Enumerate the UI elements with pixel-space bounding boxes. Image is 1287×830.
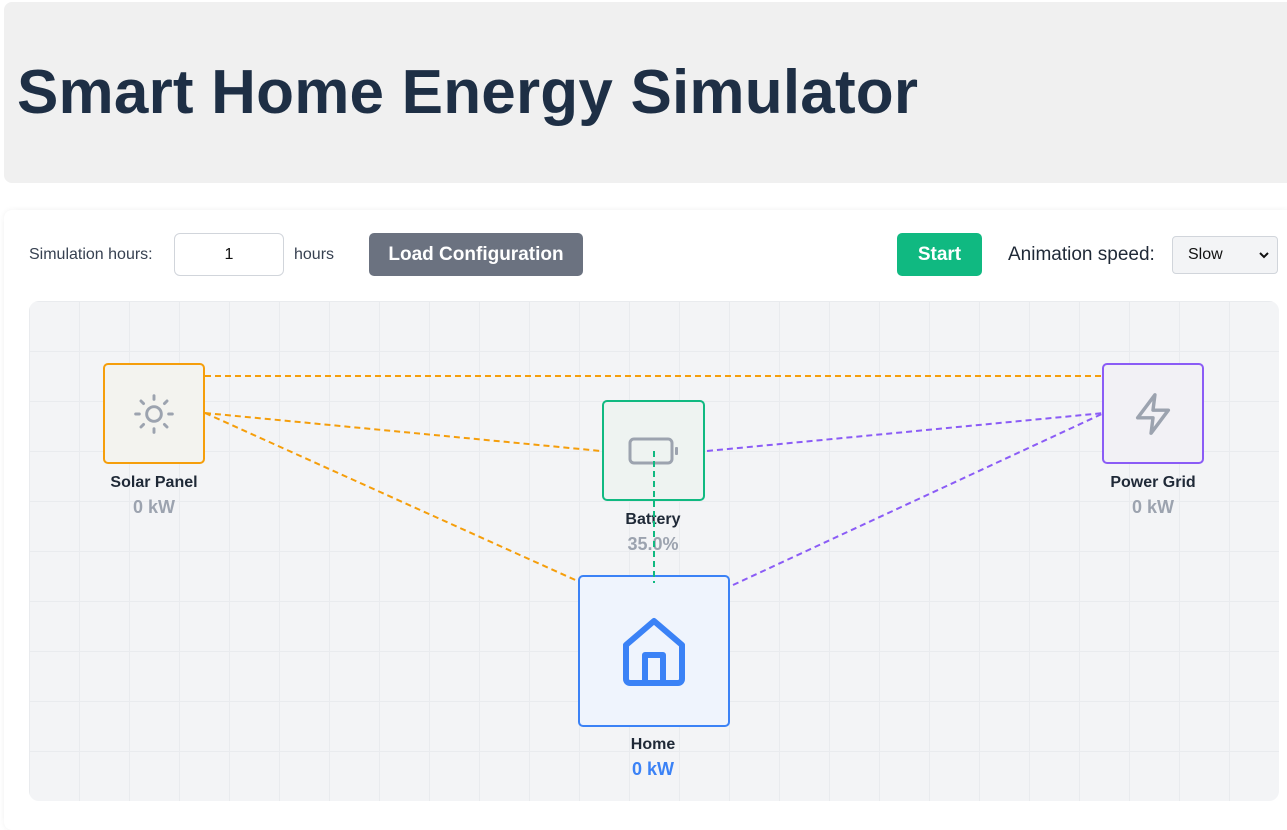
sim-hours-label: Simulation hours: xyxy=(29,246,153,263)
chevron-down-icon xyxy=(1259,252,1269,259)
animation-speed-select[interactable]: Slow xyxy=(1172,236,1278,274)
speed-selected-value: Slow xyxy=(1188,246,1223,263)
battery-icon xyxy=(628,437,678,464)
home-value: 0 kW xyxy=(631,759,674,779)
animation-speed-label: Animation speed: xyxy=(1008,244,1155,265)
battery-label: Battery xyxy=(625,511,681,528)
battery-value: 35.0% xyxy=(627,534,679,554)
sun-icon xyxy=(134,393,174,434)
home-grid-line xyxy=(732,412,1105,586)
power-grid-value: 0 kW xyxy=(1131,497,1174,517)
home-icon xyxy=(623,618,685,686)
flow-lines xyxy=(204,375,1105,586)
solar-panel-node[interactable] xyxy=(103,363,205,464)
page-title: Smart Home Energy Simulator xyxy=(17,58,919,127)
hours-unit-label: hours xyxy=(294,246,335,263)
solar-home-line xyxy=(204,412,583,584)
solar-panel-value: 0 kW xyxy=(132,497,175,517)
power-grid-label: Power Grid xyxy=(1110,474,1196,491)
energy-flow-canvas: Solar Panel 0 kW Battery 35.0% Power Gri… xyxy=(29,301,1279,801)
solar-battery-line xyxy=(204,412,602,452)
load-configuration-button[interactable]: Load Configuration xyxy=(369,233,583,276)
lightning-icon xyxy=(1135,392,1171,435)
start-button[interactable]: Start xyxy=(897,233,982,276)
home-label: Home xyxy=(630,736,676,753)
page-header: Smart Home Energy Simulator xyxy=(4,2,1287,183)
control-bar: Simulation hours: hours Load Configurati… xyxy=(4,210,1287,300)
home-node[interactable] xyxy=(578,575,730,727)
sim-hours-input[interactable] xyxy=(174,233,284,276)
solar-panel-label: Solar Panel xyxy=(110,474,198,491)
simulator-panel: Simulation hours: hours Load Configurati… xyxy=(4,210,1287,830)
power-grid-node[interactable] xyxy=(1102,363,1204,464)
battery-node[interactable] xyxy=(602,400,705,501)
battery-grid-line xyxy=(706,412,1105,452)
